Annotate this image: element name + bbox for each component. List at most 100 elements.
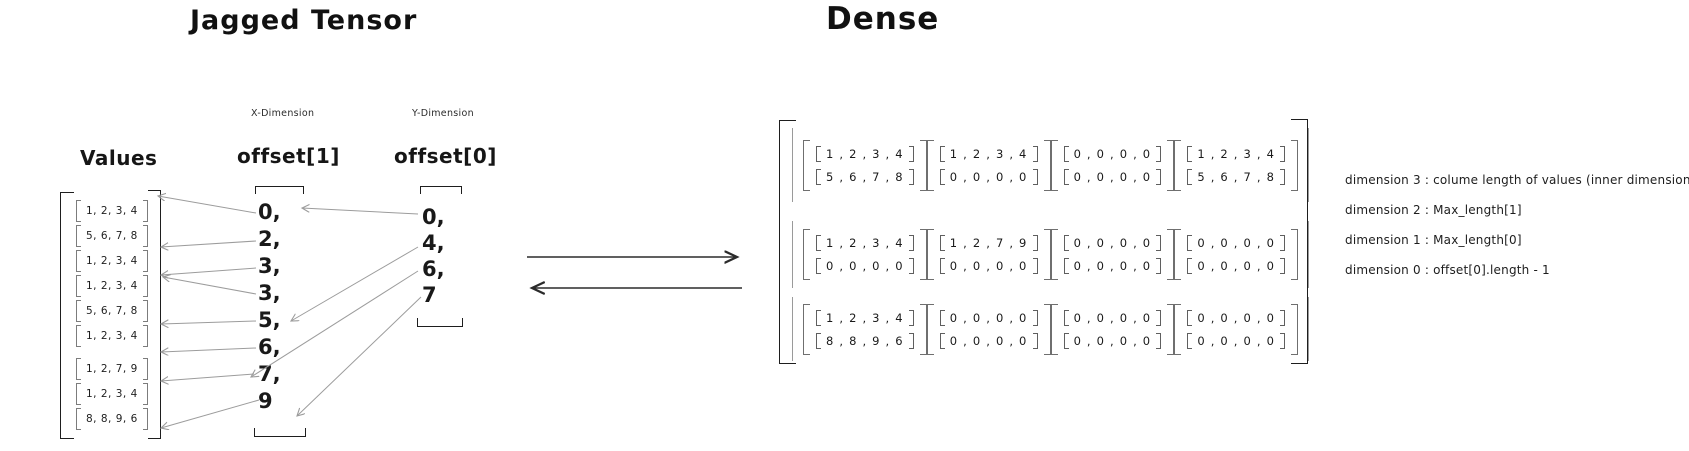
bracket-left-icon xyxy=(816,332,821,349)
bracket-right-icon xyxy=(1032,332,1038,349)
bracket-left-icon xyxy=(1063,309,1069,326)
matrix-bracket-left-icon xyxy=(1174,139,1182,191)
matrix-bracket-left-icon xyxy=(1050,139,1058,191)
bracket-left-icon xyxy=(76,325,81,347)
bracket-right-icon xyxy=(1280,168,1286,185)
matrix-bracket-left-icon xyxy=(926,229,934,280)
bracket-right-icon xyxy=(1280,332,1286,349)
matrix-bracket-left-icon xyxy=(803,139,810,191)
dense-vector: 1 , 2 , 3 , 4 xyxy=(816,145,914,162)
bracket-right-icon xyxy=(1032,258,1038,274)
row-bracket-left-icon xyxy=(792,297,793,361)
dense-vector: 0 , 0 , 0 , 0 xyxy=(1187,332,1286,349)
dense-vector: 0 , 0 , 0 , 0 xyxy=(1063,235,1162,251)
offset0-bottom-bracket xyxy=(417,318,463,327)
bracket-left-icon xyxy=(1187,332,1193,349)
dense-vector: 0 , 0 , 0 , 0 xyxy=(939,168,1038,185)
row-bracket-left-icon xyxy=(792,128,793,202)
bracket-left-icon xyxy=(1063,332,1069,349)
dense-outer-bracket-right xyxy=(1291,119,1308,364)
dimension-annotations: dimension 3 : colume length of values (i… xyxy=(1345,165,1689,285)
matrix-bracket-left-icon xyxy=(1174,303,1182,355)
dense-vector: 0 , 0 , 0 , 0 xyxy=(1187,309,1286,326)
values-column: 1, 2, 3, 4 5, 6, 7, 8 1, 2, 3, 4 1, 2, 3… xyxy=(76,200,148,430)
offset1-item: 9 xyxy=(258,389,273,413)
offset1-item: 2, xyxy=(258,227,281,251)
dense-matrix: 1 , 2 , 3 , 4 5 , 6 , 7 , 8 xyxy=(803,139,927,191)
dense-matrix: 0 , 0 , 0 , 0 0 , 0 , 0 , 0 xyxy=(1174,303,1299,355)
bracket-left-icon xyxy=(1187,258,1193,274)
offset1-item: 6, xyxy=(258,335,281,359)
bracket-right-icon xyxy=(908,235,914,251)
matrix-bracket-right-icon xyxy=(1167,303,1175,355)
dense-matrix: 0 , 0 , 0 , 0 0 , 0 , 0 , 0 xyxy=(1050,303,1175,355)
bracket-right-icon xyxy=(142,383,148,405)
matrix-bracket-left-icon xyxy=(926,303,934,355)
matrix-bracket-right-icon xyxy=(1043,139,1051,191)
bracket-left-icon xyxy=(939,235,945,251)
bracket-left-icon xyxy=(816,309,821,326)
bracket-right-icon xyxy=(908,258,914,274)
dense-vector: 5 , 6 , 7 , 8 xyxy=(1187,168,1286,185)
matrix-bracket-right-icon xyxy=(919,229,927,280)
row-bracket-left-icon xyxy=(792,221,793,288)
values-row: 1, 2, 3, 4 xyxy=(76,275,148,297)
bracket-left-icon xyxy=(1063,258,1069,274)
dense-vector: 1 , 2 , 7 , 9 xyxy=(939,235,1038,251)
bracket-right-icon xyxy=(142,200,148,222)
bracket-right-icon xyxy=(1156,235,1162,251)
bracket-left-icon xyxy=(1187,168,1193,185)
values-row: 1, 2, 3, 4 xyxy=(76,250,148,272)
dense-matrix: 0 , 0 , 0 , 0 0 , 0 , 0 , 0 xyxy=(1050,139,1175,191)
matrix-bracket-right-icon xyxy=(919,303,927,355)
bracket-left-icon xyxy=(816,168,821,185)
dense-vector: 0 , 0 , 0 , 0 xyxy=(1063,309,1162,326)
bracket-left-icon xyxy=(1187,235,1193,251)
dense-outer-bracket-left xyxy=(779,120,796,364)
offset0-item: 4, xyxy=(422,231,445,255)
bracket-right-icon xyxy=(908,309,914,326)
bracket-left-icon xyxy=(816,258,821,274)
matrix-bracket-right-icon xyxy=(1043,303,1051,355)
dense-matrix: 0 , 0 , 0 , 0 0 , 0 , 0 , 0 xyxy=(1174,229,1299,280)
x-dimension-label: X-Dimension xyxy=(251,108,315,119)
bracket-right-icon xyxy=(142,300,148,322)
matrix-bracket-left-icon xyxy=(926,139,934,191)
bracket-right-icon xyxy=(1156,309,1162,326)
matrix-bracket-left-icon xyxy=(803,303,810,355)
dense-vector: 0 , 0 , 0 , 0 xyxy=(1063,258,1162,274)
bracket-left-icon xyxy=(76,408,81,430)
matrix-bracket-right-icon xyxy=(1043,229,1051,280)
bracket-right-icon xyxy=(142,358,148,380)
bracket-right-icon xyxy=(908,145,914,162)
values-label: Values xyxy=(80,146,158,170)
bracket-left-icon xyxy=(76,250,81,272)
matrix-bracket-right-icon xyxy=(1291,229,1299,280)
dense-matrix: 1 , 2 , 7 , 9 0 , 0 , 0 , 0 xyxy=(926,229,1051,280)
values-row: 1, 2, 3, 4 xyxy=(76,325,148,347)
dense-matrix: 1 , 2 , 3 , 4 0 , 0 , 0 , 0 xyxy=(803,229,927,280)
matrix-bracket-right-icon xyxy=(1291,139,1299,191)
offset0-item: 0, xyxy=(422,205,445,229)
annotation-line: dimension 1 : Max_length[0] xyxy=(1345,233,1522,247)
bracket-left-icon xyxy=(1063,235,1069,251)
offset1-top-bracket xyxy=(255,186,304,194)
offset1-item: 0, xyxy=(258,200,281,224)
offset1-label: offset[1] xyxy=(237,144,340,168)
matrix-bracket-right-icon xyxy=(1167,139,1175,191)
y-dimension-label: Y-Dimension xyxy=(412,108,474,119)
bracket-left-icon xyxy=(1063,168,1069,185)
bracket-right-icon xyxy=(1156,168,1162,185)
values-row: 8, 8, 9, 6 xyxy=(76,408,148,430)
annotation-line: dimension 0 : offset[0].length - 1 xyxy=(1345,263,1550,277)
bracket-left-icon xyxy=(76,383,81,405)
dense-title: Dense xyxy=(826,1,940,37)
bracket-right-icon xyxy=(142,225,148,247)
bracket-left-icon xyxy=(1187,309,1193,326)
bracket-right-icon xyxy=(142,408,148,430)
row-bracket-right-icon xyxy=(1308,221,1310,288)
bracket-right-icon xyxy=(1156,332,1162,349)
offset1-item: 3, xyxy=(258,281,281,305)
bracket-right-icon xyxy=(1280,309,1286,326)
dense-matrix: 1 , 2 , 3 , 4 0 , 0 , 0 , 0 xyxy=(926,139,1051,191)
